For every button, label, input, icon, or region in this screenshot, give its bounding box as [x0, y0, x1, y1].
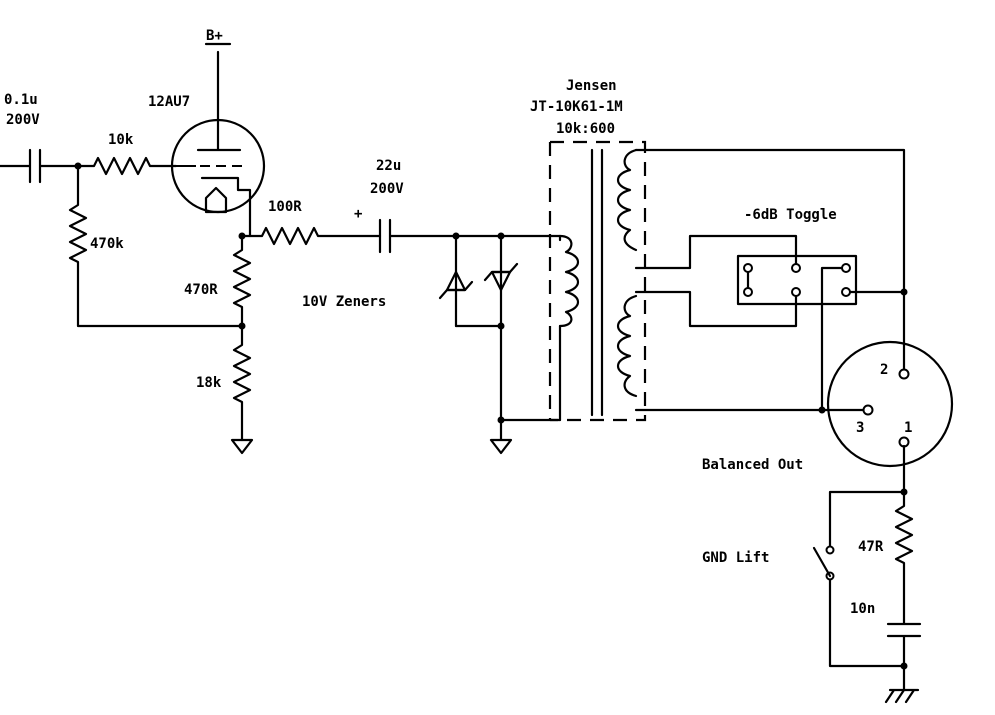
junction-cathode-mid	[238, 322, 246, 330]
zeners-label: 10V Zeners	[302, 294, 386, 310]
wire-lift-switch-bottom	[828, 578, 906, 668]
wire-secondary-mid1	[634, 234, 798, 270]
input-capacitor	[0, 148, 80, 184]
junction-zener-top-right	[497, 232, 505, 240]
wire-lift-switch-top	[828, 490, 906, 548]
xlr-connector	[826, 340, 954, 468]
transformer-model-label: JT-10K61-1M	[530, 99, 623, 115]
wire-toggle-link	[820, 266, 848, 412]
transformer-ratio-label: 10k:600	[556, 121, 615, 137]
xlr-pin2-label: 2	[880, 362, 888, 378]
input-cap-value-label: 0.1u	[4, 92, 38, 108]
cathode-bias-resistor-18k	[232, 324, 252, 442]
grid-leak-label: 470k	[90, 236, 124, 252]
coupling-cap-voltage-label: 200V	[370, 181, 404, 197]
xlr-pin3-label: 3	[856, 420, 864, 436]
lift-resistor-47r	[894, 490, 914, 622]
input-cap-voltage-label: 200V	[6, 112, 40, 128]
coupling-cap-polarity: +	[354, 206, 362, 222]
xlr-pin1-label: 1	[904, 420, 912, 436]
zener-diode-left	[438, 234, 474, 328]
grid-resistor-label: 10k	[108, 132, 134, 148]
lift-resistor-label: 47R	[858, 539, 884, 555]
gnd-lift-switch	[812, 545, 835, 581]
grid-leak-resistor-470k	[68, 164, 244, 328]
tube-label: 12AU7	[148, 94, 190, 110]
wire-secondary-mid2	[634, 290, 798, 328]
coupling-capacitor-22u	[378, 218, 562, 254]
cathode-resistor-label: 470R	[184, 282, 218, 298]
junction-primary-ground	[497, 416, 505, 424]
tube-12au7	[170, 50, 266, 238]
junction-zener-top-left	[452, 232, 460, 240]
transformer-maker-label: Jensen	[566, 78, 617, 94]
lift-cap-label: 10n	[850, 601, 875, 617]
junction-zener-bottom	[497, 322, 505, 330]
junction-lift-bottom	[900, 662, 908, 670]
xlr-pin-3	[862, 404, 874, 416]
ground-symbol-primary	[489, 418, 562, 455]
supply-label: B+	[206, 28, 223, 44]
series-resistor-label: 100R	[268, 199, 302, 215]
toggle-switch-6db	[736, 254, 858, 306]
junction-pin3	[818, 406, 826, 414]
balanced-out-label: Balanced Out	[702, 457, 803, 473]
grid-resistor-10k	[76, 156, 178, 176]
wire-secondary-top	[634, 148, 906, 376]
chassis-ground-icon	[884, 688, 920, 704]
toggle-label: -6dB Toggle	[744, 207, 837, 223]
transformer-jt-10k61	[548, 140, 647, 422]
coupling-cap-value-label: 22u	[376, 158, 401, 174]
junction-pin2	[900, 288, 908, 296]
cathode-resistor-470r	[232, 234, 252, 328]
ground-symbol-cathode	[230, 438, 254, 455]
series-resistor-100r	[240, 226, 382, 246]
lift-capacitor-10n	[886, 618, 922, 692]
junction-grid	[74, 162, 82, 170]
cathode-bias-label: 18k	[196, 375, 222, 391]
xlr-pin-2	[898, 368, 910, 380]
gnd-lift-label: GND Lift	[702, 550, 769, 566]
